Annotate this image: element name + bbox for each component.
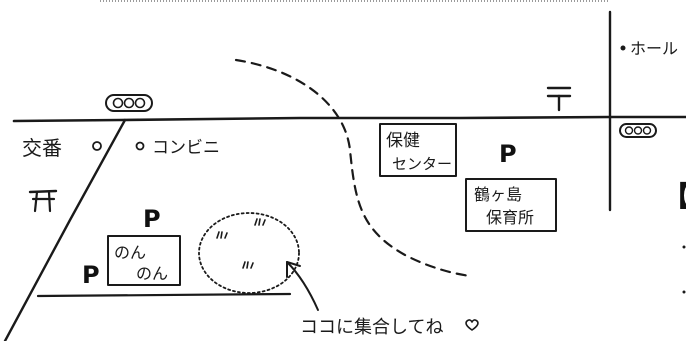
traffic-signal-icon xyxy=(619,123,657,138)
main-road xyxy=(12,115,686,123)
nursery-label-line1: 鶴ヶ島 xyxy=(474,185,522,204)
hall-label: ホール xyxy=(630,39,678,58)
nonnon-building: のん のん xyxy=(107,235,181,286)
right-edge-bracket: 【 xyxy=(662,180,686,213)
parking-marker-nonnon-top: P xyxy=(143,205,161,233)
lower-road xyxy=(36,292,292,298)
meeting-note: ココに集合してね xyxy=(300,317,443,338)
health-center: 保健 センター xyxy=(379,123,457,177)
grass-tuft-icon xyxy=(254,218,266,226)
right-edge-dot xyxy=(682,245,686,249)
meeting-spot xyxy=(198,212,300,294)
convenience-store-label: コンビニ xyxy=(152,138,220,158)
dashed-route xyxy=(234,58,472,278)
roads xyxy=(3,10,686,341)
nursery-label-line2: 保育所 xyxy=(486,208,534,227)
heart-icon xyxy=(465,319,479,331)
health-center-label-line2: センター xyxy=(392,155,452,173)
shrine-icon xyxy=(28,189,58,213)
parking-marker-nonnon-left: P xyxy=(82,261,100,289)
post-office-icon xyxy=(546,86,572,112)
grass-tuft-icon xyxy=(242,261,254,269)
health-center-label-line1: 保健 xyxy=(386,131,420,151)
hall-marker xyxy=(620,45,626,51)
grass-tuft-icon xyxy=(216,231,228,239)
meeting-arrow xyxy=(286,261,319,311)
traffic-signal-icon xyxy=(105,94,153,112)
police-box-marker xyxy=(92,141,102,151)
right-edge-dot xyxy=(682,290,686,294)
nursery-school: 鶴ヶ島 保育所 xyxy=(465,178,557,232)
convenience-store-marker xyxy=(135,141,145,151)
police-box-label: 交番 xyxy=(22,136,62,160)
nonnon-label-line1: のん xyxy=(114,243,146,262)
diagonal-road xyxy=(3,118,127,341)
parking-marker-health-center: P xyxy=(499,140,517,168)
nonnon-label-line2: のん xyxy=(136,264,168,283)
